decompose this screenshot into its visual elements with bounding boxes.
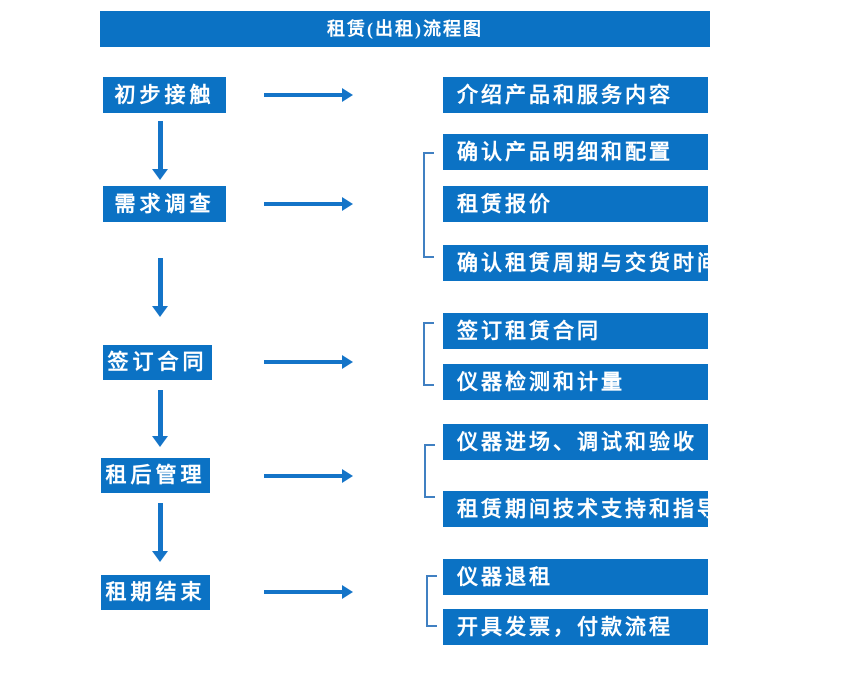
arrow-head-icon xyxy=(152,551,168,562)
step-box-post-rental-management: 租后管理 xyxy=(101,458,210,493)
arrow-shaft xyxy=(158,503,163,551)
step-box-sign-contract: 签订合同 xyxy=(103,345,212,380)
arrow-head-icon xyxy=(342,469,353,483)
group-bracket-rental-end xyxy=(426,575,437,627)
arrow-head-icon xyxy=(152,436,168,447)
right-arrow-5 xyxy=(264,585,353,599)
step-box-rental-end: 租期结束 xyxy=(101,575,210,610)
detail-box-confirm-product-details: 确认产品明细和配置 xyxy=(443,134,708,170)
detail-box-tech-support: 租赁期间技术支持和指导 xyxy=(443,491,718,527)
flowchart-title: 租赁(出租)流程图 xyxy=(100,11,710,47)
down-arrow-4 xyxy=(152,503,168,562)
detail-box-invoice-payment: 开具发票，付款流程 xyxy=(443,609,708,645)
arrow-head-icon xyxy=(342,88,353,102)
right-arrow-1 xyxy=(264,88,353,102)
right-arrow-3 xyxy=(264,355,353,369)
down-arrow-3 xyxy=(152,390,168,447)
right-arrow-2 xyxy=(264,197,353,211)
arrow-head-icon xyxy=(342,197,353,211)
arrow-shaft xyxy=(158,390,163,436)
right-arrow-4 xyxy=(264,469,353,483)
detail-box-instrument-testing: 仪器检测和计量 xyxy=(443,364,708,400)
detail-box-instrument-return: 仪器退租 xyxy=(443,559,708,595)
arrow-head-icon xyxy=(342,585,353,599)
arrow-head-icon xyxy=(152,306,168,317)
detail-box-sign-rental-contract: 签订租赁合同 xyxy=(443,313,708,349)
arrow-head-icon xyxy=(342,355,353,369)
arrow-shaft xyxy=(158,121,163,169)
detail-box-confirm-rental-period: 确认租赁周期与交货时间 xyxy=(443,245,718,281)
arrow-shaft xyxy=(264,360,342,364)
arrow-shaft xyxy=(264,474,342,478)
detail-box-instrument-arrival: 仪器进场、调试和验收 xyxy=(443,424,708,460)
group-bracket-post-rental xyxy=(424,444,435,498)
arrow-shaft xyxy=(264,590,342,594)
arrow-shaft xyxy=(264,93,342,97)
group-bracket-sign-contract xyxy=(423,322,434,386)
group-bracket-demand-survey xyxy=(423,152,434,258)
down-arrow-2 xyxy=(152,258,168,317)
step-box-initial-contact: 初步接触 xyxy=(103,77,226,113)
arrow-shaft xyxy=(264,202,342,206)
step-box-demand-survey: 需求调查 xyxy=(103,186,226,222)
down-arrow-1 xyxy=(152,121,168,180)
detail-box-rental-quote: 租赁报价 xyxy=(443,186,708,222)
detail-box-introduce-products: 介绍产品和服务内容 xyxy=(443,77,708,113)
arrow-shaft xyxy=(158,258,163,306)
arrow-head-icon xyxy=(152,169,168,180)
